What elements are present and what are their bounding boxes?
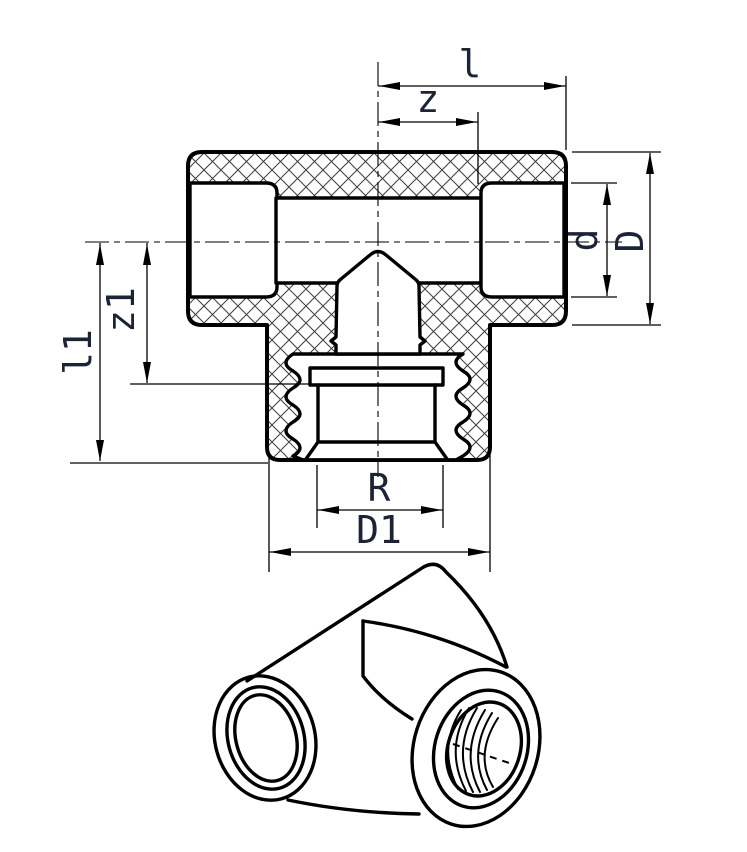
dim-d: d bbox=[562, 182, 617, 298]
iso-thread-lines bbox=[447, 707, 513, 793]
dim-label-z1: z1 bbox=[99, 287, 143, 333]
dim-label-l: l bbox=[459, 42, 482, 86]
left-socket-bore bbox=[188, 181, 279, 299]
dim-z1: z1 bbox=[99, 243, 312, 385]
dim-label-z: z bbox=[417, 77, 440, 121]
right-socket-bore bbox=[479, 181, 566, 299]
iso-body bbox=[245, 562, 509, 816]
dim-D1: D1 bbox=[268, 455, 491, 572]
section-view: l z d D z1 bbox=[56, 42, 661, 572]
dim-R: R bbox=[316, 465, 444, 528]
dim-z: z bbox=[378, 77, 479, 184]
iso-branch-face bbox=[410, 667, 542, 829]
insert-details bbox=[301, 366, 460, 462]
iso-left-socket bbox=[212, 674, 318, 802]
dim-l: l bbox=[378, 42, 567, 150]
dim-label-D: D bbox=[608, 230, 652, 253]
isometric-view bbox=[212, 562, 542, 829]
dim-label-d: d bbox=[562, 229, 606, 252]
dim-label-l1: l1 bbox=[56, 329, 100, 375]
dim-l1: l1 bbox=[56, 243, 268, 464]
dim-D: D bbox=[572, 151, 661, 326]
dim-label-R: R bbox=[368, 466, 391, 510]
dim-label-D1: D1 bbox=[356, 508, 402, 552]
